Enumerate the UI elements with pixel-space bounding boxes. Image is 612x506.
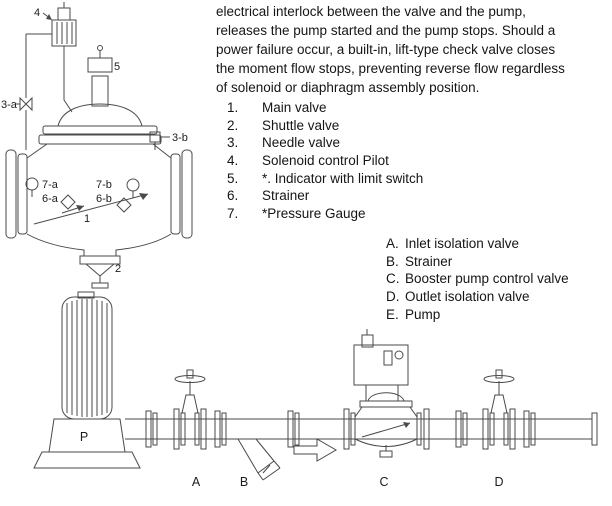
pilot-gauge bbox=[395, 351, 403, 359]
callout-5: 5 bbox=[114, 61, 120, 73]
description-line: electrical interlock between the valve a… bbox=[216, 4, 526, 19]
y-strainer bbox=[238, 439, 280, 480]
callout-leaders bbox=[16, 13, 170, 137]
installation-item-label: Outlet isolation valve bbox=[405, 289, 530, 305]
booster-pump-control-valve bbox=[344, 329, 429, 457]
installation-list-item: E. Pump bbox=[386, 306, 569, 324]
callout-4: 4 bbox=[34, 7, 40, 19]
main-valve-diagram: 4 5 3-a 3-b 7-a 6-a 7-b 6-b 1 2 bbox=[1, 0, 212, 292]
pilot-tubing bbox=[20, 34, 72, 150]
installation-item-letter: B. bbox=[386, 253, 399, 269]
pipe-flanges bbox=[146, 411, 535, 447]
strainer-6b bbox=[117, 198, 131, 212]
description-line: the moment flow stops, preventing revers… bbox=[216, 61, 565, 76]
installation-item-label: Booster pump control valve bbox=[405, 271, 569, 287]
schematic-label-b: B bbox=[240, 475, 248, 489]
installation-schematic: P bbox=[0, 291, 612, 489]
parts-item-label: Main valve bbox=[262, 100, 327, 115]
needle-valve-3a bbox=[20, 98, 32, 110]
callout-1: 1 bbox=[84, 213, 90, 225]
parts-item-label: Needle valve bbox=[262, 135, 341, 151]
description-line: releases the pump started and the pump s… bbox=[216, 23, 556, 38]
schematic-label-c: C bbox=[379, 475, 388, 489]
parts-item-label: Shuttle valve bbox=[262, 117, 340, 133]
parts-item-number: 2. bbox=[227, 117, 239, 133]
parts-item-number: 7. bbox=[227, 206, 239, 222]
description-paragraph: electrical interlock between the valve a… bbox=[216, 2, 612, 97]
handwheel bbox=[484, 376, 514, 383]
flow-arrow bbox=[294, 439, 336, 461]
inlet-isolation-valve bbox=[174, 370, 206, 449]
strainer-6a bbox=[61, 195, 75, 209]
schematic-label-d: D bbox=[494, 475, 503, 489]
pump-label: P bbox=[80, 430, 88, 444]
valve-bonnet bbox=[39, 104, 161, 144]
parts-list-item: 7. *Pressure Gauge bbox=[227, 205, 423, 223]
main-valve-body bbox=[6, 144, 192, 256]
pipe-end-flange bbox=[592, 413, 597, 445]
callout-2: 2 bbox=[115, 263, 121, 275]
installation-item-label: Inlet isolation valve bbox=[405, 236, 520, 251]
parts-list-item: 2. Shuttle valve bbox=[227, 117, 423, 135]
installation-list-item: D. Outlet isolation valve bbox=[386, 288, 569, 306]
gauges-and-strainers bbox=[26, 178, 139, 212]
check-valve bbox=[80, 256, 120, 288]
parts-list: 1. Main valve 2. Shuttle valve 3. Needle… bbox=[227, 99, 423, 223]
indicator-limit-switch bbox=[88, 46, 112, 107]
parts-list-item: 3. Needle valve bbox=[227, 134, 423, 152]
installation-list: A. Inlet isolation valve B. Strainer C. … bbox=[386, 235, 569, 323]
installation-item-letter: A. bbox=[386, 236, 399, 251]
installation-item-letter: D. bbox=[386, 289, 400, 305]
callout-3a: 3-a bbox=[1, 99, 18, 111]
parts-list-item: 6. Strainer bbox=[227, 187, 423, 205]
pilot-assembly bbox=[354, 345, 408, 385]
solenoid-pilot bbox=[52, 2, 76, 46]
schematic-label-a: A bbox=[192, 475, 201, 489]
installation-item-label: Pump bbox=[405, 306, 441, 322]
parts-list-item: 4. Solenoid control Pilot bbox=[227, 152, 423, 170]
installation-list-item: B. Strainer bbox=[386, 253, 569, 271]
installation-item-label: Strainer bbox=[405, 253, 453, 269]
description-line: of solenoid or diaphragm assembly positi… bbox=[216, 80, 480, 95]
outlet-isolation-valve bbox=[483, 370, 515, 449]
parts-item-label: *Pressure Gauge bbox=[262, 206, 366, 222]
parts-item-number: 5. bbox=[227, 170, 239, 186]
installation-list-item: C. Booster pump control valve bbox=[386, 270, 569, 288]
callout-7b: 7-b bbox=[96, 179, 112, 191]
parts-item-number: 4. bbox=[227, 153, 239, 169]
parts-list-item: 1. Main valve bbox=[227, 99, 423, 117]
parts-item-label: Strainer bbox=[262, 188, 310, 204]
callout-6b: 6-b bbox=[96, 193, 112, 205]
parts-item-label: Solenoid control Pilot bbox=[262, 153, 389, 169]
pump bbox=[34, 292, 140, 468]
pipeline bbox=[125, 413, 597, 445]
pump-foot bbox=[34, 452, 140, 468]
parts-item-number: 3. bbox=[227, 135, 239, 151]
installation-item-letter: C. bbox=[386, 271, 400, 287]
callout-7a: 7-a bbox=[42, 179, 59, 191]
parts-item-label: *. Indicator with limit switch bbox=[262, 170, 424, 186]
parts-item-number: 6. bbox=[227, 188, 239, 204]
description-line: power failure occur, a built-in, lift-ty… bbox=[216, 42, 556, 57]
handwheel bbox=[175, 376, 205, 383]
parts-list-item: 5. *. Indicator with limit switch bbox=[227, 170, 423, 188]
callout-3b: 3-b bbox=[172, 132, 188, 144]
pressure-gauge-7b bbox=[127, 179, 139, 191]
installation-item-letter: E. bbox=[386, 306, 399, 322]
installation-list-item: A. Inlet isolation valve bbox=[386, 235, 569, 253]
parts-item-number: 1. bbox=[227, 100, 239, 115]
callout-6a: 6-a bbox=[42, 193, 59, 205]
pressure-gauge-7a bbox=[26, 178, 38, 190]
